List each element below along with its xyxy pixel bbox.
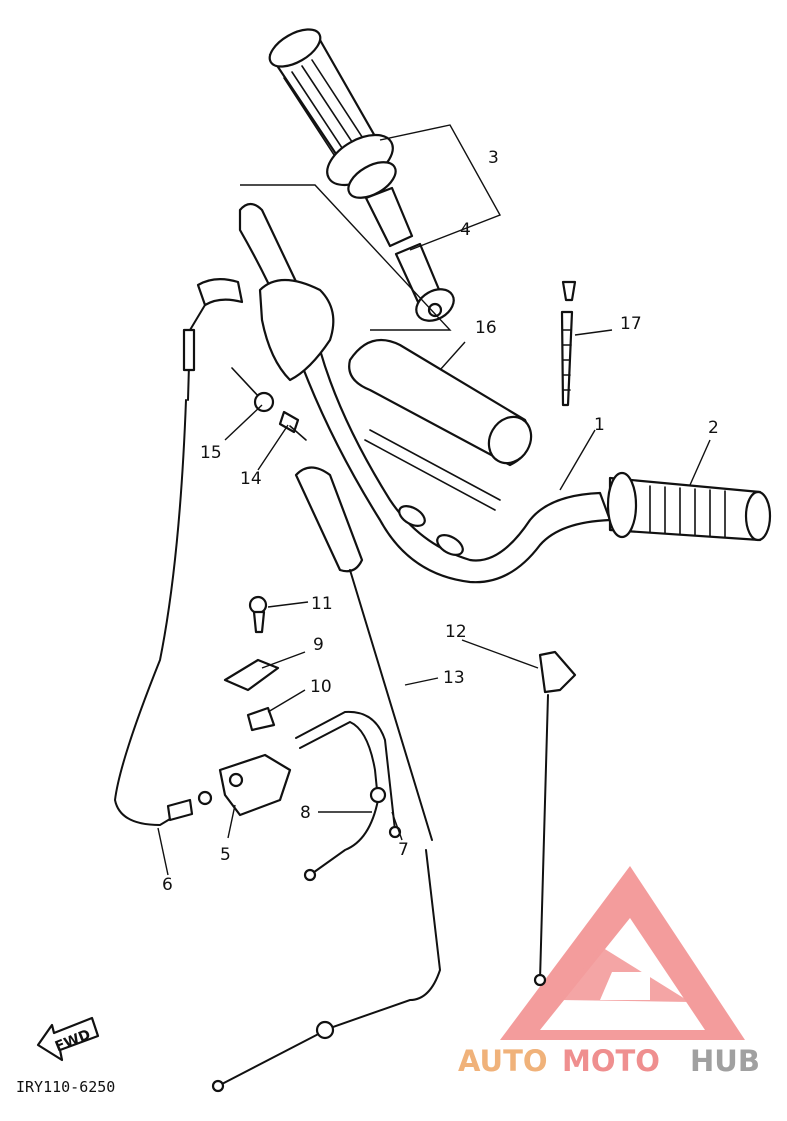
automotohub-logo-icon bbox=[500, 866, 745, 1040]
callout-10: 10 bbox=[310, 677, 332, 697]
callout-9: 9 bbox=[313, 635, 324, 655]
callout-7: 7 bbox=[398, 840, 409, 860]
callout-11: 11 bbox=[311, 594, 333, 614]
reference-code: IRY110-6250 bbox=[16, 1078, 115, 1096]
screw-part bbox=[231, 367, 307, 441]
cable-part bbox=[295, 710, 402, 882]
callout-17: 17 bbox=[620, 314, 642, 334]
choke-lever-part bbox=[533, 650, 577, 987]
callout-16: 16 bbox=[475, 318, 497, 338]
clutch-cable-part bbox=[211, 466, 442, 1093]
callout-14: 14 bbox=[240, 469, 262, 489]
brand-auto: AUTO bbox=[458, 1044, 548, 1078]
throttle-cable-part bbox=[113, 278, 244, 827]
handlebar-part bbox=[238, 202, 612, 584]
cable-junction-part bbox=[218, 595, 292, 817]
forward-direction-arrow-icon: FWD bbox=[36, 1016, 100, 1062]
callout-12: 12 bbox=[445, 622, 467, 642]
brand-moto: MOTO bbox=[562, 1044, 660, 1078]
callout-6: 6 bbox=[162, 875, 173, 895]
brand-hub: HUB bbox=[690, 1044, 760, 1078]
cable-band-part bbox=[560, 280, 577, 407]
automotohub-watermark: AUTO MOTO HUB bbox=[458, 1044, 760, 1078]
callout-3: 3 bbox=[488, 148, 499, 168]
callout-15: 15 bbox=[200, 443, 222, 463]
callout-13: 13 bbox=[443, 668, 465, 688]
callout-8: 8 bbox=[300, 803, 311, 823]
callout-4: 4 bbox=[460, 220, 471, 240]
handlebar-pad-part bbox=[348, 338, 533, 467]
callout-2: 2 bbox=[708, 418, 719, 438]
callout-labels: 1 2 3 4 5 6 7 8 9 10 11 12 13 14 15 16 1… bbox=[162, 148, 719, 895]
throttle-grip-part bbox=[268, 28, 455, 322]
callout-1: 1 bbox=[594, 415, 605, 435]
left-grip-part bbox=[606, 471, 772, 542]
leader-lines bbox=[157, 124, 711, 876]
callout-5: 5 bbox=[220, 845, 231, 865]
